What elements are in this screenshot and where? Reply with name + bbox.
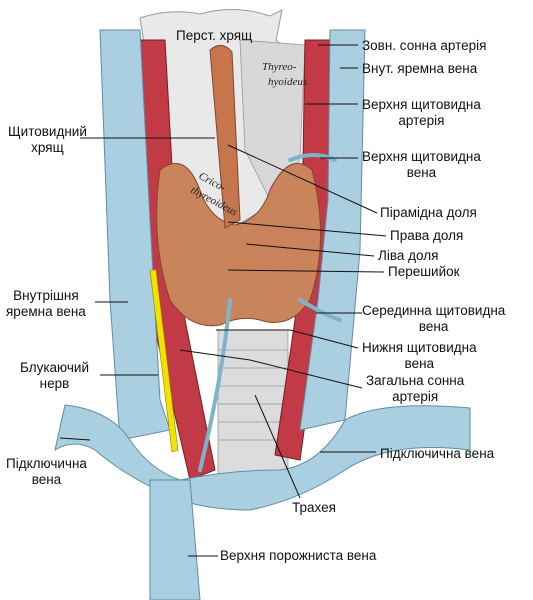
label-thyroid-cartilage: Щитовидний хрящ	[8, 124, 87, 155]
inferior-thyroid-vein-shape	[198, 298, 232, 472]
label-external-carotid: Зовн. сонна артерія	[362, 38, 487, 53]
leader-lines	[59, 44, 387, 557]
label-middle-thyroid-vein: Серединна щитовидна вена	[362, 303, 506, 334]
pyramidal-lobe-shape	[209, 45, 241, 229]
thyrohyoid-text-2: hyoideus	[268, 76, 307, 88]
label-common-carotid: Загальна сонна артерія	[366, 373, 465, 404]
thyrohyoid-text-1: Thyreo-	[262, 61, 297, 73]
label-internal-jugular-right: Внут. яремна вена	[362, 61, 478, 76]
label-subclavian-vein-left: Підключична вена	[6, 456, 87, 487]
label-cricoid-cartilage: Перст. хрящ	[176, 28, 253, 43]
label-vagus-nerve: Блукаючий нерв	[20, 360, 89, 391]
label-left-lobe: Ліва доля	[378, 248, 439, 263]
label-internal-jugular-left: Внутрішня яремна вена	[6, 288, 86, 319]
label-subclavian-vein-right: Підключична вена	[380, 446, 495, 461]
right-internal-jugular-shape	[299, 29, 366, 431]
label-superior-vena-cava: Верхня порожниста вена	[220, 548, 377, 563]
label-superior-thyroid-vein: Верхня щитовидна вена	[362, 149, 481, 180]
superior-vena-cava-shape	[149, 479, 201, 600]
label-isthmus: Перешийок	[388, 264, 460, 279]
label-right-lobe: Права доля	[390, 228, 464, 243]
superior-thyroid-vein-shape	[288, 153, 337, 162]
label-inferior-thyroid-vein: Нижня щитовидна вена	[362, 340, 477, 371]
vagus-nerve-shape	[149, 269, 179, 453]
label-pyramidal-lobe: Пірамідна доля	[380, 205, 477, 220]
label-trachea: Трахея	[292, 500, 336, 515]
left-internal-jugular-shape	[99, 29, 171, 441]
label-superior-thyroid-artery: Верхня щитовидна артерія	[362, 97, 481, 128]
thyroid-gland-shape	[156, 162, 321, 327]
